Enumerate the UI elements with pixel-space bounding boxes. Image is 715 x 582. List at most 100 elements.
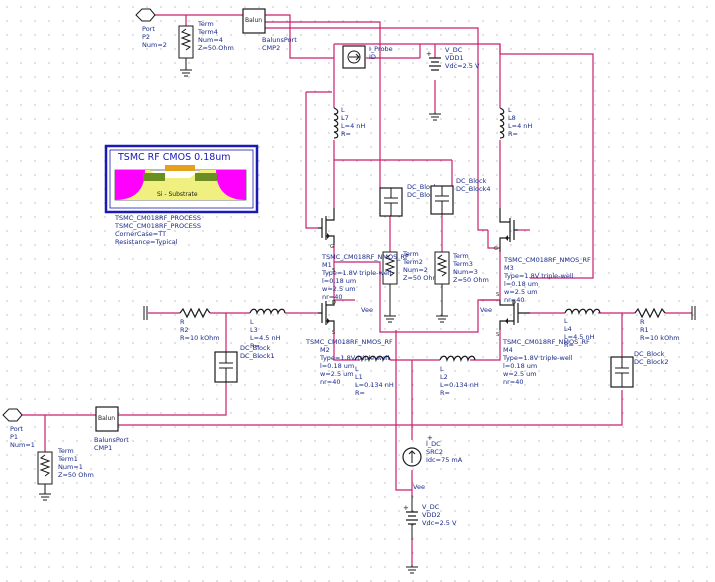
term2-num: Num=2 (403, 266, 428, 274)
inductor-l7[interactable]: L L7 L=4 nH R= (333, 106, 365, 139)
term2-z: Z=50 Ohm (403, 274, 439, 282)
port-p2[interactable]: Port P2 Num=2 (135, 8, 167, 49)
m1-type: Type=1.8V triple-well (321, 269, 392, 277)
term3-num: Num=3 (453, 268, 478, 276)
balun-cmp2-name: CMP2 (262, 44, 280, 52)
mosfet-m1[interactable]: G S TSMC_CM018RF_NMOS_RF M1 Type=1.8V tr… (318, 208, 409, 301)
l7-name: L7 (341, 114, 349, 122)
m1-pin-g: G (330, 244, 334, 250)
dcblock-4[interactable]: DC_Block DC_Block4 (430, 177, 491, 215)
l2-value: L=0.134 nH (440, 381, 479, 389)
port-p1-name: P1 (10, 433, 18, 441)
vdc-vdd1[interactable]: + V_DC VDD1 Vdc=2.5 V (426, 46, 480, 121)
l1-r: R= (355, 389, 365, 397)
l3-name: L3 (250, 326, 258, 334)
mosfet-m3[interactable]: G S TSMC_CM018RF_NMOS_RF M3 Type=1.8V tr… (494, 208, 591, 304)
term3-label: Term (452, 252, 469, 260)
net-label-vee-bottom: Vee (413, 483, 425, 491)
balun-cmp2-label: BalunsPort (262, 36, 297, 44)
term2[interactable]: Term Term2 Num=2 Z=50 Ohm (382, 250, 439, 323)
pdk-process-line1: TSMC_CM018RF_PROCESS (114, 214, 201, 222)
mosfet-m4[interactable]: D S TSMC_CM018RF_NMOS_RF M4 Type=1.8V tr… (496, 300, 590, 386)
l8-label: L (508, 106, 512, 114)
resistor-r1[interactable]: R R1 R=10 kOhm (634, 306, 696, 342)
inductor-l8[interactable]: L L8 L=4 nH R= (499, 106, 532, 139)
m3-length: l=0.18 um (504, 280, 538, 288)
svg-text:+: + (427, 434, 433, 442)
dcblock2-name: DC_Block2 (634, 358, 669, 366)
pdk-process-box[interactable]: TSMC RF CMOS 0.18um Si - Substrate TSMC_… (104, 144, 259, 246)
wires (20, 14, 692, 565)
vdc-vdd2[interactable]: + V_DC VDD2 Vdc=2.5 V (403, 495, 457, 574)
dcblock-2[interactable]: DC_Block DC_Block2 (610, 350, 669, 388)
balun-cmp2[interactable]: Balun BalunsPort CMP2 (242, 8, 297, 52)
term3-name: Term3 (452, 260, 473, 268)
port-p2-label: Port (142, 25, 155, 33)
inductor-l1[interactable]: L L1 L=0.134 nH R= (354, 355, 394, 397)
inductor-l4[interactable]: L L4 L=4.5 nH R= (564, 308, 601, 349)
vdc1-name: VDD1 (445, 54, 464, 62)
m3-model: TSMC_CM018RF_NMOS_RF (503, 256, 591, 264)
vdc2-label: V_DC (422, 503, 440, 511)
term3[interactable]: Term Term3 Num=3 Z=50 Ohm (434, 251, 489, 323)
m4-pin-s: S (496, 332, 499, 338)
m1-model: TSMC_CM018RF_NMOS_RF (321, 253, 409, 261)
mosfet-m2[interactable]: D S TSMC_CM018RF_NMOS_RF M2 Type=1.8V tr… (305, 300, 393, 386)
balun-cmp1-inner: Balun (98, 415, 115, 422)
m1-name: M1 (322, 261, 332, 269)
vdc1-value: Vdc=2.5 V (445, 62, 480, 70)
pdk-title: TSMC RF CMOS 0.18um (117, 152, 231, 163)
term4[interactable]: Term Term4 Num=4 Z=50 Ohm (178, 20, 234, 77)
inductor-l2[interactable]: L L2 L=0.134 nH R= (439, 355, 479, 397)
m2-width: w=2.5 um (320, 370, 354, 378)
pdk-corner-case: CornerCase=TT (115, 230, 166, 238)
m4-pin-d: D (512, 300, 516, 306)
current-probe[interactable]: I_Probe ID (342, 45, 393, 69)
l1-label: L (355, 365, 359, 373)
svg-text:+: + (426, 50, 432, 58)
l3-r: R= (250, 342, 260, 350)
l2-name: L2 (440, 373, 448, 381)
net-label-vee-right: Vee (480, 306, 492, 314)
resistor-r2[interactable]: R R2 R=10 kOhm (143, 306, 220, 342)
idc-label: I_DC (426, 440, 441, 448)
l7-label: L (341, 106, 345, 114)
term1-label: Term (57, 447, 74, 455)
l8-r: R= (508, 130, 518, 138)
l4-name: L4 (564, 325, 572, 333)
m2-pin-d: D (332, 300, 336, 306)
m1-width: w=2.5 um (322, 285, 356, 293)
substrate-right-well (216, 170, 246, 200)
term1[interactable]: Term Term1 Num=1 Z=50 Ohm (37, 447, 94, 501)
iprobe-label: I_Probe (369, 45, 393, 53)
pdk-resistance: Resistance=Typical (115, 238, 178, 246)
idc-src2[interactable]: + I_DC SRC2 Idc=75 mA (402, 434, 463, 467)
term4-name: Term4 (197, 28, 218, 36)
r1-name: R1 (640, 326, 649, 334)
m3-pin-g: G (494, 246, 498, 252)
dcblock1-name: DC_Block1 (240, 352, 275, 360)
m3-width: w=2.5 um (504, 288, 538, 296)
vdc2-name: VDD2 (422, 511, 441, 519)
m2-type: Type=1.8V triple-well (319, 354, 390, 362)
m2-name: M2 (320, 346, 330, 354)
balun-cmp1[interactable]: Balun BalunsPort CMP1 (94, 406, 129, 452)
l8-value: L=4 nH (508, 122, 532, 130)
substrate-gate-metal (165, 165, 195, 171)
l1-name: L1 (355, 373, 363, 381)
port-p2-num: Num=2 (142, 41, 167, 49)
l4-r: R= (564, 341, 574, 349)
inductor-l3[interactable]: L L3 L=4.5 nH R= (249, 308, 286, 350)
idc-value: Idc=75 mA (426, 456, 463, 464)
substrate-left-gate (143, 173, 165, 181)
dcblock-1[interactable]: DC_Block DC_Block1 (214, 344, 275, 383)
l4-label: L (564, 317, 568, 325)
dcblock-3[interactable]: DC_Block DC_Block3 (379, 183, 442, 217)
net-label-vee-left: Vee (361, 306, 373, 314)
l4-value: L=4.5 nH (564, 333, 595, 341)
port-p1[interactable]: Port P1 Num=1 (2, 408, 35, 449)
port-p1-label: Port (10, 425, 23, 433)
term4-z: Z=50 Ohm (198, 44, 234, 52)
svg-text:+: + (403, 504, 409, 512)
